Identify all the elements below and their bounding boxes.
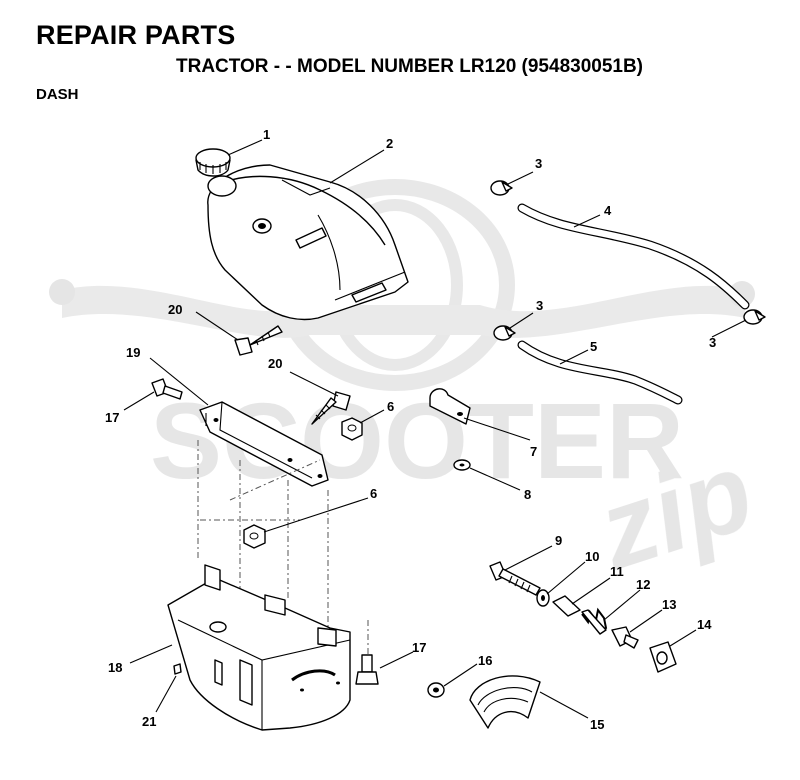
fuel-hose-long [517, 203, 750, 310]
bolt-lower [355, 654, 379, 685]
callout-13: 13 [662, 597, 676, 612]
callout-4: 4 [604, 203, 612, 218]
page-header: REPAIR PARTS TRACTOR - - MODEL NUMBER LR… [0, 0, 800, 110]
hose-clamp-right [743, 309, 766, 325]
callout-1: 1 [263, 127, 270, 142]
flat-washer-small [453, 459, 471, 471]
callout-16: 16 [478, 653, 492, 668]
screw-lower [311, 391, 351, 425]
lever-knob [427, 682, 445, 698]
compression-spring [581, 607, 608, 635]
hose-clamp-middle [493, 325, 516, 341]
callout-17-upper: 17 [105, 410, 119, 425]
fuel-cap [195, 148, 231, 177]
hose-clamp-upper [490, 180, 513, 196]
section-label: DASH [36, 86, 79, 103]
long-bolt [489, 561, 541, 596]
mounting-bracket [199, 401, 329, 487]
callout-8: 8 [524, 487, 531, 502]
callout-2: 2 [386, 136, 393, 151]
callout-12: 12 [636, 577, 650, 592]
callout-17-lower: 17 [412, 640, 426, 655]
screw-upper [234, 325, 283, 356]
dash-panel [167, 564, 351, 731]
flat-washer [536, 589, 550, 607]
callout-15: 15 [590, 717, 604, 732]
callout-20-upper: 20 [168, 302, 182, 317]
callout-21: 21 [142, 714, 156, 729]
hex-nut-lower [243, 524, 266, 549]
spacer [552, 595, 581, 617]
callout-7: 7 [530, 444, 537, 459]
callout-6-upper: 6 [387, 399, 394, 414]
assembly-lines [197, 440, 369, 660]
range-plate [469, 675, 541, 729]
model-subtitle: TRACTOR - - MODEL NUMBER LR120 (95483005… [176, 56, 644, 77]
page-title: REPAIR PARTS [36, 20, 236, 50]
bolt-upper [151, 378, 183, 400]
callout-5: 5 [590, 339, 597, 354]
hex-nut-upper [341, 417, 363, 441]
callout-3-middle: 3 [536, 298, 543, 313]
small-pin [173, 663, 182, 675]
ignition-switch [649, 641, 677, 673]
callout-20-lower: 20 [268, 356, 282, 371]
leader-lines [123, 139, 747, 719]
callout-10: 10 [585, 549, 599, 564]
callout-14: 14 [697, 617, 712, 632]
dash-fuel-tank [207, 164, 409, 321]
callout-3-upper: 3 [535, 156, 542, 171]
callout-18: 18 [108, 660, 122, 675]
callout-3-right: 3 [709, 335, 716, 350]
callout-19: 19 [126, 345, 140, 360]
callout-labels: 1 2 3 4 3 5 3 20 20 19 17 6 7 8 6 9 10 1… [105, 127, 716, 732]
terminal-connector [611, 626, 639, 649]
callout-6-lower: 6 [370, 486, 377, 501]
callout-9: 9 [555, 533, 562, 548]
fuel-hose-short [517, 340, 683, 405]
callout-11: 11 [610, 564, 624, 579]
